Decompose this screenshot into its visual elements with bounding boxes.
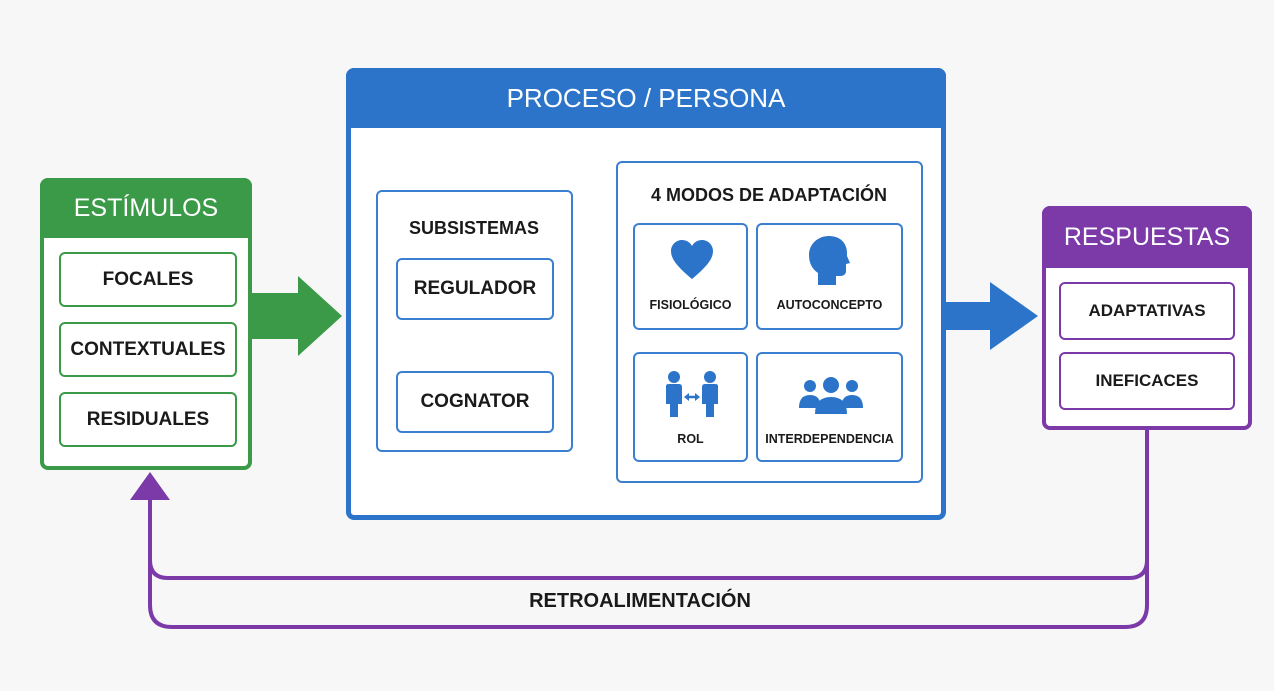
proceso-title: PROCESO / PERSONA <box>506 83 786 113</box>
cognator-box: COGNATOR <box>396 371 554 433</box>
feedback-arrowhead <box>130 472 170 500</box>
retroalimentacion-label: RETROALIMENTACIÓN <box>529 590 751 612</box>
feedback-loop-outer <box>148 560 1149 629</box>
proceso-persona-box: PROCESO / PERSONA SUBSISTEMAS REGULADOR … <box>346 68 946 520</box>
respuesta-ineficaces: INEFICACES <box>1059 352 1235 410</box>
estimulos-box: ESTÍMULOS FOCALES CONTEXTUALES RESIDUALE… <box>40 178 252 470</box>
proceso-header: PROCESO / PERSONA <box>346 68 946 128</box>
modo-fisiologico-label: FISIOLÓGICO <box>649 298 732 312</box>
modos-panel: 4 MODOS DE ADAPTACIÓN FISIOLÓGICO AUTOCO… <box>616 161 923 483</box>
group-icon <box>799 377 863 414</box>
subsistemas-title: SUBSISTEMAS <box>408 218 540 238</box>
modo-rol-label: ROL <box>677 432 704 446</box>
subsistemas-panel: SUBSISTEMAS REGULADOR COGNATOR <box>376 190 573 452</box>
modo-rol: ROL <box>633 352 748 462</box>
modo-fisiologico: FISIOLÓGICO <box>633 223 748 330</box>
estimulo-contextuales: CONTEXTUALES <box>59 322 237 377</box>
estimulo-focales: FOCALES <box>59 252 237 307</box>
green-arrow <box>250 276 342 356</box>
respuestas-title: RESPUESTAS <box>1063 223 1231 251</box>
respuesta-adaptativas: ADAPTATIVAS <box>1059 282 1235 340</box>
head-profile-icon <box>809 236 850 285</box>
modo-autoconcepto: AUTOCONCEPTO <box>756 223 903 330</box>
heart-icon <box>671 240 713 279</box>
regulador-box: REGULADOR <box>396 258 554 320</box>
two-people-exchange-icon <box>666 371 718 417</box>
modo-autoconcepto-label: AUTOCONCEPTO <box>776 298 883 312</box>
estimulo-residuales: RESIDUALES <box>59 392 237 447</box>
modos-title: 4 MODOS DE ADAPTACIÓN <box>650 185 887 205</box>
respuestas-header: RESPUESTAS <box>1042 206 1252 268</box>
modo-interdependencia-label: INTERDEPENDENCIA <box>765 432 894 446</box>
blue-arrow <box>945 282 1038 350</box>
respuestas-box: RESPUESTAS ADAPTATIVAS INEFICACES <box>1042 206 1252 430</box>
estimulos-title: ESTÍMULOS <box>73 194 219 222</box>
modo-interdependencia: INTERDEPENDENCIA <box>756 352 903 462</box>
estimulos-header: ESTÍMULOS <box>40 178 252 238</box>
